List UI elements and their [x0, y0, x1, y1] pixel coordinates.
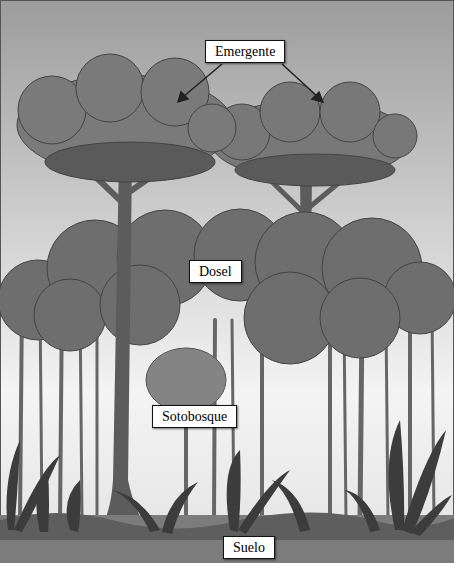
- leader-arrows: [178, 64, 323, 102]
- fern-leaf: [389, 420, 405, 530]
- fern-leaf: [227, 450, 241, 532]
- label-text: Suelo: [233, 539, 265, 556]
- crown-part: [320, 278, 400, 358]
- leader-line: [282, 64, 318, 97]
- fern-leaf: [67, 480, 81, 532]
- fern-leaf: [162, 482, 198, 534]
- fern-leaf: [14, 455, 60, 532]
- leader-line: [183, 64, 222, 97]
- fern-leaf: [410, 495, 452, 536]
- crown: [146, 348, 226, 412]
- crown-part: [320, 82, 380, 142]
- crown-part: [188, 104, 236, 152]
- trunk: [408, 310, 412, 520]
- label-text: Emergente: [215, 43, 275, 60]
- crown-part: [34, 279, 106, 351]
- layer-label: Sotobosque: [152, 405, 237, 428]
- arrowhead: [312, 92, 323, 102]
- fern-leaf: [7, 440, 21, 530]
- label-text: Dosel: [199, 263, 232, 280]
- trunk: [432, 310, 434, 520]
- crown-shadow: [45, 142, 215, 182]
- label-text: Sotobosque: [162, 408, 227, 425]
- crown: [17, 54, 236, 182]
- crown: [210, 82, 417, 186]
- crown-part: [373, 114, 417, 158]
- trunk: [386, 320, 388, 520]
- trunk: [86, 160, 165, 546]
- fern-leaf: [36, 470, 49, 532]
- canopy-layer: [0, 209, 454, 364]
- fern-leaf: [238, 470, 290, 534]
- arrowhead: [178, 92, 188, 102]
- fern-leaf: [345, 490, 380, 532]
- crown-part: [76, 54, 144, 122]
- crown-shadow: [235, 154, 395, 186]
- trunk: [328, 320, 332, 520]
- layer-label: Emergente: [205, 40, 285, 63]
- crown-part: [100, 265, 180, 345]
- trunk: [96, 310, 99, 520]
- layer-label: Suelo: [223, 536, 275, 559]
- ferns: [7, 420, 453, 536]
- layer-label: Dosel: [189, 260, 242, 283]
- fern-leaf: [272, 480, 310, 532]
- fern-leaf: [112, 490, 160, 532]
